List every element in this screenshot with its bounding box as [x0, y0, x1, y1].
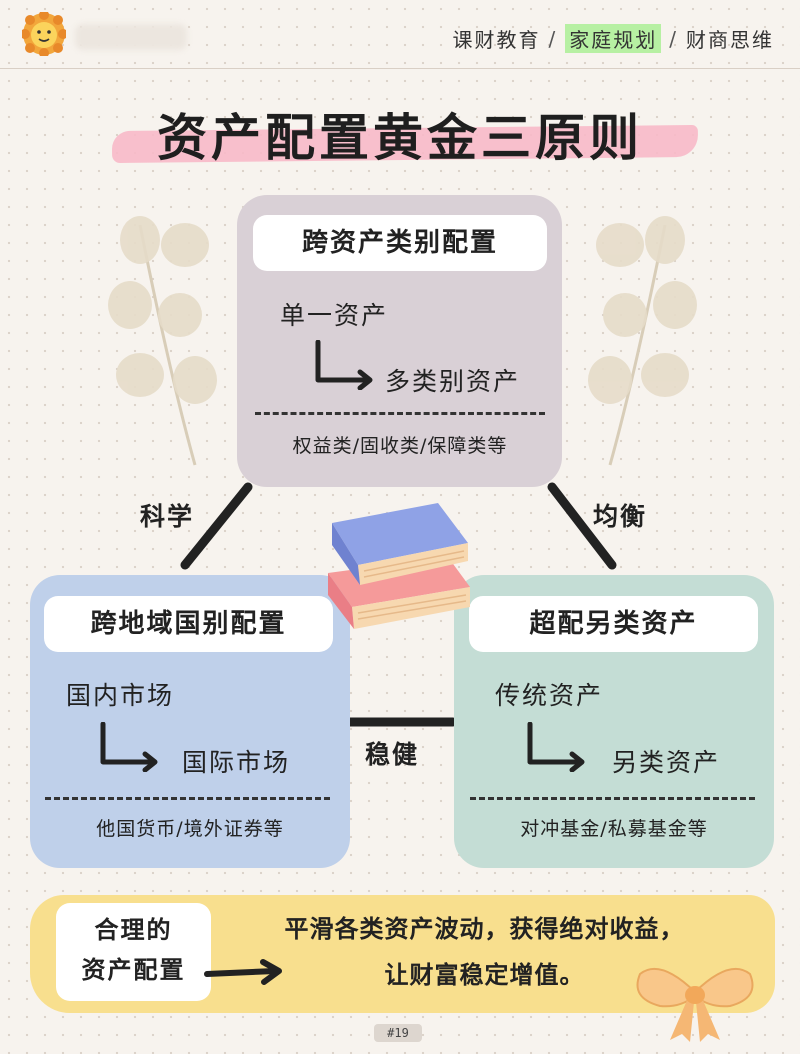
bow-icon — [636, 967, 754, 1042]
region-from: 国内市场 — [66, 681, 175, 710]
alternative-from: 传统资产 — [495, 681, 604, 710]
divider — [255, 412, 545, 415]
plant-leaf-icon — [108, 216, 217, 466]
lion-logo-icon — [20, 10, 68, 58]
asset-class-to: 多类别资产 — [385, 367, 521, 396]
blurred-brand-name — [75, 24, 187, 50]
divider — [470, 797, 755, 800]
nav-separator: / — [669, 26, 678, 51]
books-icon — [328, 503, 470, 629]
region-to: 国际市场 — [182, 748, 291, 777]
header-nav: 课财教育 / 家庭规划 / 财商思维 — [453, 24, 775, 53]
summary-label: 合理的 资产配置 — [56, 910, 211, 990]
region-note: 他国货币/境外证券等 — [96, 818, 284, 840]
connector-left — [180, 482, 253, 570]
arrow-icon — [527, 722, 585, 772]
arrow-icon — [204, 959, 282, 985]
summary-label-box — [56, 903, 211, 1001]
alternative-note: 对冲基金/私募基金等 — [520, 818, 708, 840]
nav-item-financial-thinking[interactable]: 财商思维 — [686, 28, 774, 52]
arrow-icon — [100, 722, 158, 772]
alternative-heading: 超配另类资产 — [469, 596, 758, 652]
connector-label-right: 均衡 — [593, 502, 648, 531]
asset-class-heading: 跨资产类别配置 — [253, 215, 547, 271]
arrow-icon — [315, 340, 373, 390]
nav-separator: / — [548, 26, 558, 51]
summary-result-line1: 平滑各类资产波动，获得绝对收益， — [284, 915, 685, 943]
summary-result: 平滑各类资产波动，获得绝对收益， 让财富稳定增值。 — [232, 906, 737, 998]
summary-label-line2: 资产配置 — [81, 956, 186, 984]
asset-class-from: 单一资产 — [280, 301, 389, 330]
summary-result-line2: 让财富稳定增值。 — [384, 961, 585, 989]
connector-label-bottom: 稳健 — [365, 740, 420, 769]
alternative-to: 另类资产 — [612, 748, 721, 777]
region-heading: 跨地域国别配置 — [44, 596, 333, 652]
connector-right — [547, 482, 617, 570]
page-title: 资产配置黄金三原则 — [157, 109, 643, 167]
nav-item-education[interactable]: 课财教育 — [452, 28, 541, 52]
page-number: #19 — [374, 1024, 422, 1042]
asset-class-note: 权益类/固收类/保障类等 — [292, 435, 508, 457]
plant-leaf-icon — [588, 216, 697, 466]
header-bar — [0, 0, 800, 69]
summary-label-line1: 合理的 — [94, 916, 173, 944]
connector-label-left: 科学 — [140, 502, 195, 531]
divider — [45, 797, 330, 800]
nav-item-family-planning[interactable]: 家庭规划 — [565, 24, 662, 53]
